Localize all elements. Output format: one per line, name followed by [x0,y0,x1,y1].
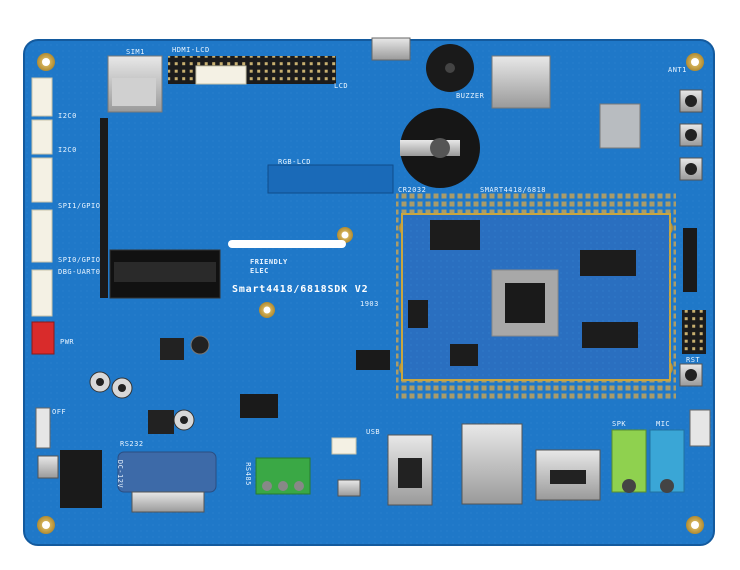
off-label: OFF [52,408,67,416]
sd-slot [491,55,551,109]
date-code: 1903 [360,300,379,308]
ethernet-port [461,423,523,505]
brand-line-2: ELEC [250,267,269,275]
hdmi-lcd-label: HDMI-LCD [172,46,210,54]
spi0-label: SPI0/GPIO [58,256,101,264]
dc-label: DC-12V [116,459,125,489]
rs232-connector [117,451,217,493]
dc-jack [60,450,102,508]
lcd-header [168,56,336,84]
usb-host-port [387,434,433,506]
core-label: SMART4418/6818 [480,186,547,194]
rs485-label: RS485 [243,462,252,486]
brand-line-1: FRIENDLY [250,258,288,266]
audio-jack-blue [649,429,685,493]
spk-label: SPK [612,420,627,428]
spi1-label: SPI1/GPIO [58,202,101,210]
ant-label: ANT1 [668,66,687,74]
pwr-label: PWR [60,338,75,346]
i2c-label-2: I2C0 [58,146,77,154]
rgb-lcd-label: RGB-LCD [278,158,312,166]
mic-label: MIC [656,420,671,428]
uart-label: DBG-UART0 [58,268,101,276]
wifi-module [599,103,641,149]
model-label: Smart4418/6818SDK V2 [232,284,369,295]
sim-label: SIM1 [126,48,145,56]
left-connectors [31,77,55,355]
rtc-label: CR2032 [398,186,427,194]
usb-label: USB [366,428,381,436]
lcd-label: LCD [334,82,349,90]
rst-label: RST [686,356,701,364]
push-buttons [679,89,703,387]
i2c-label-1: I2C0 [58,112,77,120]
buzzer-label: BUZZER [456,92,485,100]
rs232-label: RS232 [120,440,144,448]
